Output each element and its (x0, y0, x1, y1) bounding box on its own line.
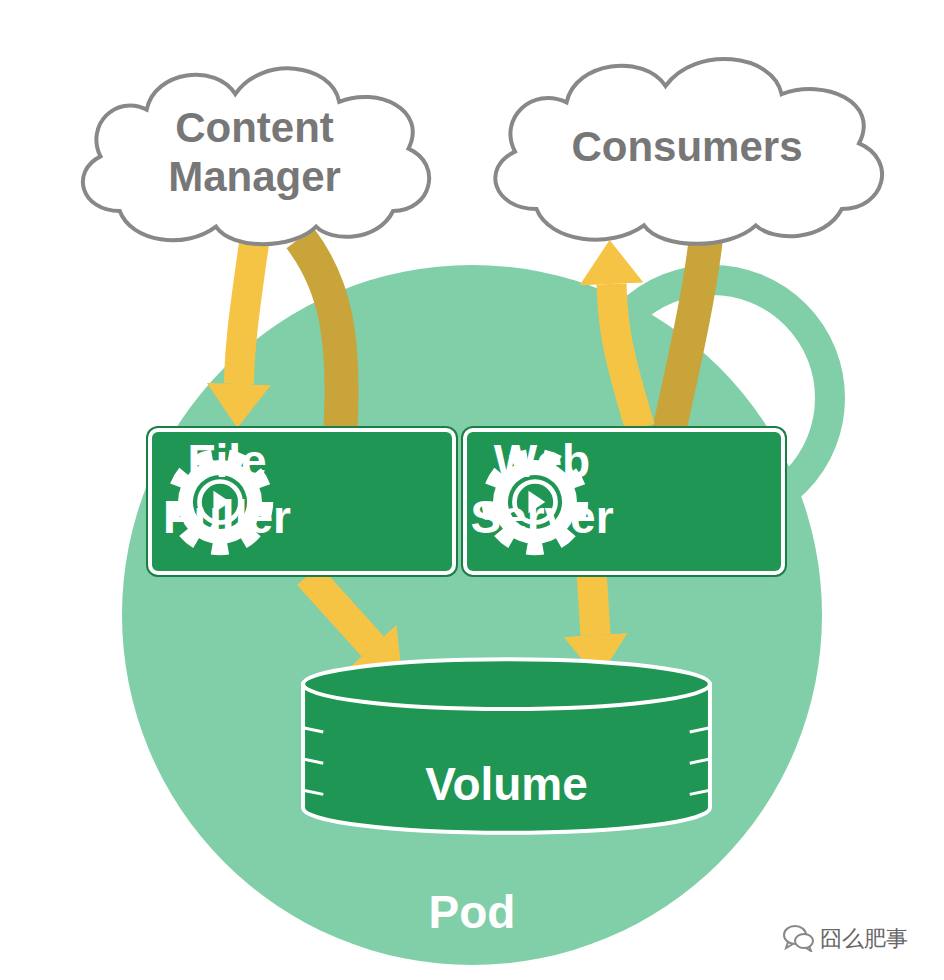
cloud-node: Consumers (472, 45, 902, 250)
node-label: Volume (298, 719, 715, 811)
container-box: File Puller (148, 428, 456, 575)
cylinder-top (303, 659, 710, 709)
node-label: Web Server (467, 433, 617, 545)
pod-outline (122, 265, 822, 965)
container-box: Web Server (463, 428, 785, 575)
cylinder-tick (303, 759, 323, 763)
flow-arrow (592, 575, 596, 635)
cylinder-tick (303, 790, 323, 794)
watermark: 囧么肥事 (820, 924, 908, 954)
node-label: Consumers (571, 123, 802, 171)
cloud-path (83, 68, 429, 244)
cylinder-tick (690, 728, 710, 732)
cylinder-tick (303, 728, 323, 732)
cylinder-tick (690, 759, 710, 763)
cylinder-tick (690, 790, 710, 794)
flow-arrow (239, 240, 255, 384)
volume-cylinder: Volume (298, 655, 715, 837)
node-label: File Puller (152, 433, 302, 545)
pod-label: Pod (122, 885, 822, 939)
node-label: Content Manager (130, 104, 380, 201)
wechat-icon (782, 924, 816, 952)
pod-circle: File Puller Web ServerVolumePod (122, 265, 822, 965)
pod-disc (122, 265, 822, 965)
cloud-path (495, 59, 882, 244)
cloud-node: Content Manager (62, 55, 447, 250)
